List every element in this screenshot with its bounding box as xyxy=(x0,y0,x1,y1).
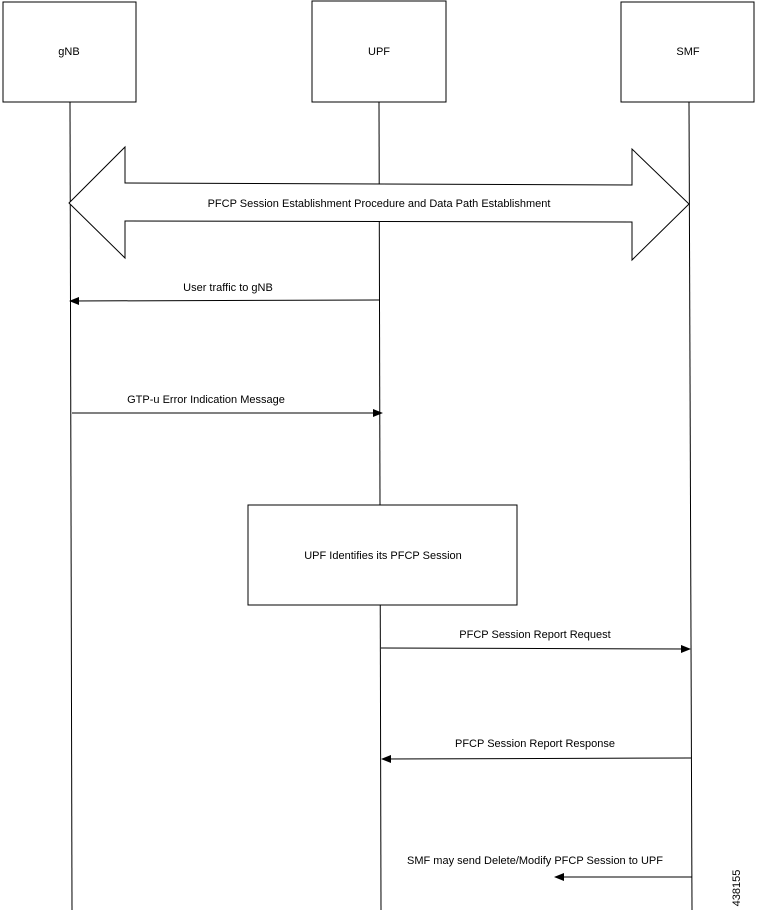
gnb-participant: gNB xyxy=(2,1,137,103)
gnb-label: gNB xyxy=(58,46,79,58)
gtpu-error-label: GTP-u Error Indication Message xyxy=(127,394,285,406)
report-request-arrow xyxy=(380,644,691,653)
figure-id: 438155 xyxy=(731,870,743,907)
user-traffic-arrow xyxy=(69,296,380,305)
smf-lifeline xyxy=(688,101,693,911)
upf-process-box xyxy=(247,504,518,606)
report-response-label: PFCP Session Report Response xyxy=(455,738,615,750)
upf-process-label: UPF Identifies its PFCP Session xyxy=(304,550,462,562)
report-response-arrow xyxy=(381,754,692,763)
upf-participant: UPF xyxy=(311,0,447,103)
procedure-double-arrow xyxy=(68,145,690,262)
procedure-label: PFCP Session Establishment Procedure and… xyxy=(208,198,551,210)
user-traffic-label: User traffic to gNB xyxy=(183,282,273,294)
delete-modify-label: SMF may send Delete/Modify PFCP Session … xyxy=(407,855,663,867)
report-request-label: PFCP Session Report Request xyxy=(459,629,610,641)
upf-label: UPF xyxy=(368,46,390,58)
gnb-lifeline xyxy=(69,101,73,911)
smf-participant: SMF xyxy=(620,1,755,103)
smf-label: SMF xyxy=(676,46,700,58)
